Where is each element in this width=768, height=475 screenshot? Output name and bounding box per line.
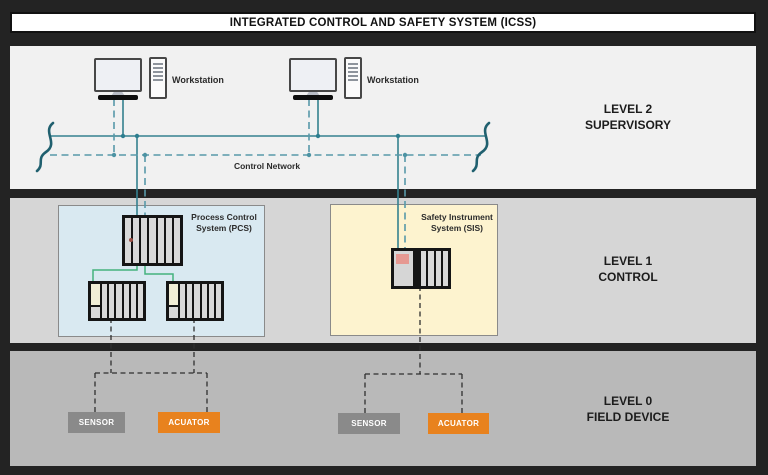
monitor-stand: [111, 92, 125, 96]
rack-slot: [133, 218, 140, 263]
sis-label-line2: System (SIS): [431, 223, 483, 233]
level2-label-line1: LEVEL 2: [603, 102, 653, 116]
level0-label-line2: FIELD DEVICE: [586, 410, 670, 424]
rack-slot: [130, 284, 136, 318]
monitor-base: [98, 95, 138, 100]
rack-slot: [201, 284, 207, 318]
diagram-title: INTEGRATED CONTROL AND SAFETY SYSTEM (IC…: [229, 16, 537, 29]
level1-label: LEVEL 1 CONTROL: [558, 253, 698, 285]
rack-slot: [187, 284, 193, 318]
rack-slot: [215, 284, 222, 318]
sis-sensor-label: SENSOR: [351, 419, 387, 428]
sis-sensor-box: SENSOR: [338, 413, 400, 434]
rack-divider: [415, 251, 419, 286]
rack-slot: [421, 251, 427, 286]
rack-slot: [137, 284, 144, 318]
rack-slot: [165, 218, 172, 263]
rack-slot: [194, 284, 200, 318]
rack-cpu-slot: [169, 284, 178, 318]
pcs-actuator-label: ACUATOR: [168, 418, 210, 427]
sis-controller-rack-icon: [391, 248, 451, 289]
rack-slot: [125, 218, 133, 263]
pcs-io-rack-left-icon: [88, 281, 146, 321]
monitor-icon: [94, 58, 142, 92]
pcs-label-line2: System (PCS): [196, 223, 252, 233]
workstation1-label: Workstation: [172, 75, 224, 85]
sis-status-led-icon: [396, 254, 409, 264]
sis-actuator-label: ACUATOR: [437, 419, 480, 428]
level2-label-line2: SUPERVISORY: [584, 118, 672, 132]
rack-slot: [157, 218, 164, 263]
sis-actuator-box: ACUATOR: [428, 413, 489, 434]
rack-slot: [102, 284, 108, 318]
rack-slot: [141, 218, 148, 263]
rack-slot: [149, 218, 156, 263]
level0-label: LEVEL 0 FIELD DEVICE: [558, 393, 698, 425]
sis-cpu-module: [394, 251, 413, 286]
pcs-sensor-label: SENSOR: [78, 418, 115, 427]
rack-slot: [173, 218, 180, 263]
rack-slot: [428, 251, 434, 286]
cpu-module: [91, 284, 100, 306]
rack-slot: [109, 284, 115, 318]
level2-label: LEVEL 2 SUPERVISORY: [558, 101, 698, 133]
rack-cpu-slot: [91, 284, 100, 318]
pcs-actuator-box: ACUATOR: [158, 412, 220, 433]
rack-slot: [180, 284, 186, 318]
tower-vents: [348, 63, 358, 81]
rack-slot: [208, 284, 214, 318]
control-network-label: Control Network: [233, 161, 301, 171]
monitor-icon: [289, 58, 337, 92]
diagram-title-bar: INTEGRATED CONTROL AND SAFETY SYSTEM (IC…: [10, 12, 756, 33]
level1-label-line1: LEVEL 1: [603, 254, 653, 268]
rack-slot: [123, 284, 129, 318]
pcs-label: Process Control System (PCS): [181, 212, 267, 234]
level0-label-line1: LEVEL 0: [603, 394, 653, 408]
monitor-base: [293, 95, 333, 100]
pcs-sensor-box: SENSOR: [68, 412, 125, 433]
computer-tower-icon: [149, 57, 167, 99]
sis-label-line1: Safety Instrument: [421, 212, 493, 222]
tower-vents: [153, 63, 163, 81]
rack-slot: [116, 284, 122, 318]
monitor-stand: [306, 92, 320, 96]
computer-tower-icon: [344, 57, 362, 99]
cpu-module: [91, 307, 100, 318]
rack-slot: [435, 251, 441, 286]
sis-label: Safety Instrument System (SIS): [414, 212, 500, 234]
pcs-label-line1: Process Control: [191, 212, 257, 222]
rack-slot: [442, 251, 448, 286]
cpu-module: [169, 284, 178, 306]
status-led-icon: [129, 238, 133, 242]
cpu-module: [169, 307, 178, 318]
level1-label-line2: CONTROL: [598, 270, 658, 284]
pcs-io-rack-right-icon: [166, 281, 224, 321]
workstation2-label: Workstation: [367, 75, 419, 85]
pcs-controller-rack-icon: [122, 215, 183, 266]
level0-band: [10, 351, 756, 466]
